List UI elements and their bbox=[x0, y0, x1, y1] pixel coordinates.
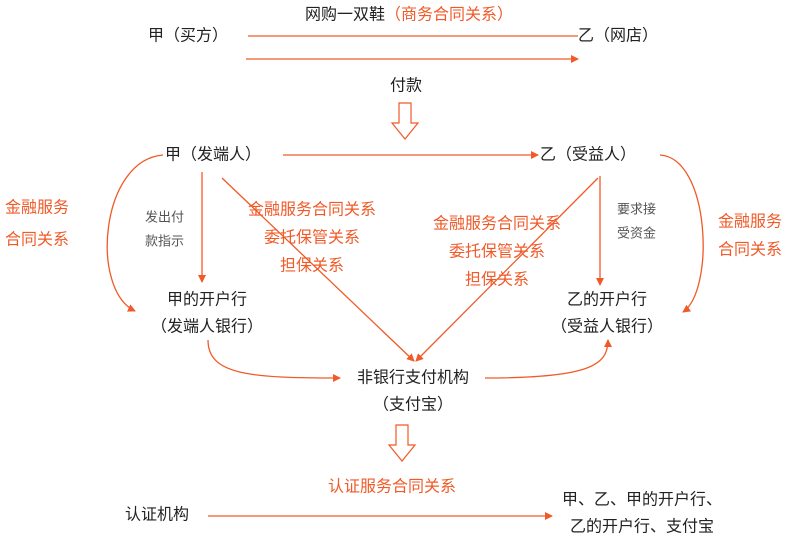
center-left-relation-2: 委托保管关系 bbox=[264, 228, 360, 247]
caption-text: 网购一双鞋 bbox=[305, 5, 385, 24]
payment-institution-line1: 非银行支付机构 bbox=[357, 368, 469, 387]
request-label-line1: 要求接 bbox=[617, 202, 656, 218]
originator-bank-line2: （发端人银行） bbox=[151, 317, 263, 336]
right-curve-arrow bbox=[659, 154, 704, 313]
seller-node: 乙（网店） bbox=[578, 26, 658, 45]
hollow-down-arrow-icon bbox=[390, 102, 420, 140]
center-left-relation-1: 金融服务合同关系 bbox=[248, 200, 376, 219]
right-relation-line2: 合同关系 bbox=[718, 240, 782, 259]
caption-relation: （商务合同关系） bbox=[385, 5, 513, 24]
right-relation-line1: 金融服务 bbox=[718, 212, 782, 231]
beneficiary-bank-line1: 乙的开户行 bbox=[567, 290, 647, 309]
certification-relation: 认证服务合同关系 bbox=[328, 477, 456, 496]
bank-to-institution-arrow bbox=[207, 339, 341, 382]
left-diagonal-arrow bbox=[221, 177, 415, 362]
buyer-node: 甲（买方） bbox=[148, 26, 228, 45]
certifier-node: 认证机构 bbox=[125, 505, 189, 524]
left-relation-line1: 金融服务 bbox=[5, 198, 69, 217]
center-left-relation-3: 担保关系 bbox=[280, 256, 344, 275]
beneficiary-node: 乙（受益人） bbox=[540, 145, 636, 164]
center-right-relation-2: 委托保管关系 bbox=[449, 242, 545, 261]
instruction-label-line2: 款指示 bbox=[145, 235, 184, 250]
left-relation-line2: 合同关系 bbox=[5, 230, 69, 249]
hollow-down-arrow-icon bbox=[387, 424, 417, 462]
request-label-line2: 受资金 bbox=[617, 226, 656, 242]
left-curve-arrow bbox=[106, 154, 164, 312]
parties-line2: 乙的开户行、支付宝 bbox=[570, 517, 714, 536]
center-right-relation-3: 担保关系 bbox=[465, 270, 529, 289]
center-right-relation-1: 金融服务合同关系 bbox=[433, 214, 561, 233]
right-diagonal-arrow bbox=[415, 177, 599, 362]
originator-node: 甲（发端人） bbox=[165, 145, 261, 164]
payment-label: 付款 bbox=[390, 76, 422, 95]
payment-institution-line2: （支付宝） bbox=[373, 395, 453, 414]
institution-to-bank-arrow bbox=[484, 339, 612, 379]
instruction-label-line1: 发出付 bbox=[145, 210, 184, 226]
originator-bank-line1: 甲的开户行 bbox=[167, 290, 247, 309]
beneficiary-bank-line2: （受益人银行） bbox=[551, 317, 663, 336]
parties-line1: 甲、乙、甲的开户行、 bbox=[562, 490, 722, 509]
